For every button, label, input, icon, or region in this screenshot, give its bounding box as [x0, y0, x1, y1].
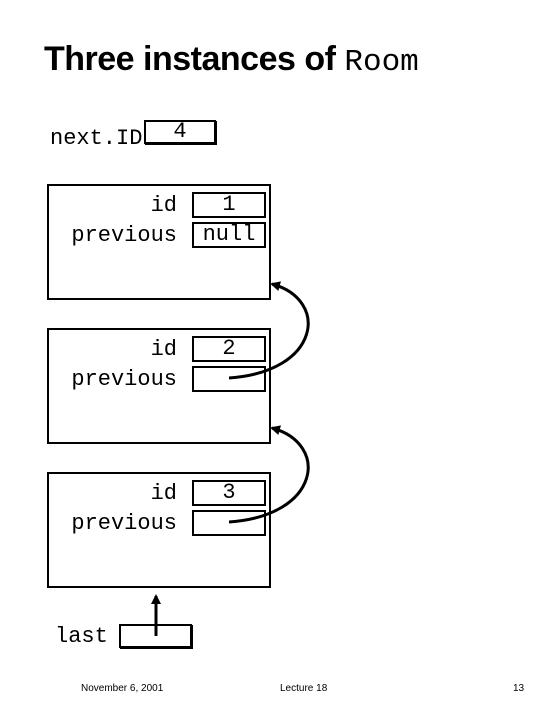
room-instance-3: id previous 3 — [47, 472, 271, 588]
room-3-id-label: id — [150, 481, 177, 506]
room-1-previous-label: previous — [71, 223, 177, 248]
footer-date: November 6, 2001 — [81, 683, 164, 694]
room-2-id-field: 2 — [192, 336, 266, 362]
title-text: Three instances of — [44, 40, 345, 78]
room-2-previous-arrow — [228, 281, 310, 380]
room-3-previous-arrow — [228, 425, 310, 524]
slide-title: Three instances of Room — [44, 40, 419, 80]
room-1-previous-field: null — [192, 222, 266, 248]
room-2-previous-field — [192, 366, 266, 392]
next-id-field: 4 — [144, 120, 216, 144]
room-3-previous-label: previous — [71, 511, 177, 536]
next-id-label: next.ID — [50, 126, 143, 151]
room-instance-2: id previous 2 — [47, 328, 271, 444]
footer-course: Lecture 18 — [280, 683, 328, 694]
last-label: last — [55, 624, 108, 649]
room-2-id-label: id — [150, 337, 177, 362]
room-3-previous-field — [192, 510, 266, 536]
room-instance-1: id previous 1 null — [47, 184, 271, 300]
footer-page-number: 13 — [513, 683, 525, 694]
room-1-id-label: id — [150, 193, 177, 218]
room-3-id-field: 3 — [192, 480, 266, 506]
room-2-previous-label: previous — [71, 367, 177, 392]
title-class-name: Room — [344, 45, 419, 80]
room-1-id-field: 1 — [192, 192, 266, 218]
